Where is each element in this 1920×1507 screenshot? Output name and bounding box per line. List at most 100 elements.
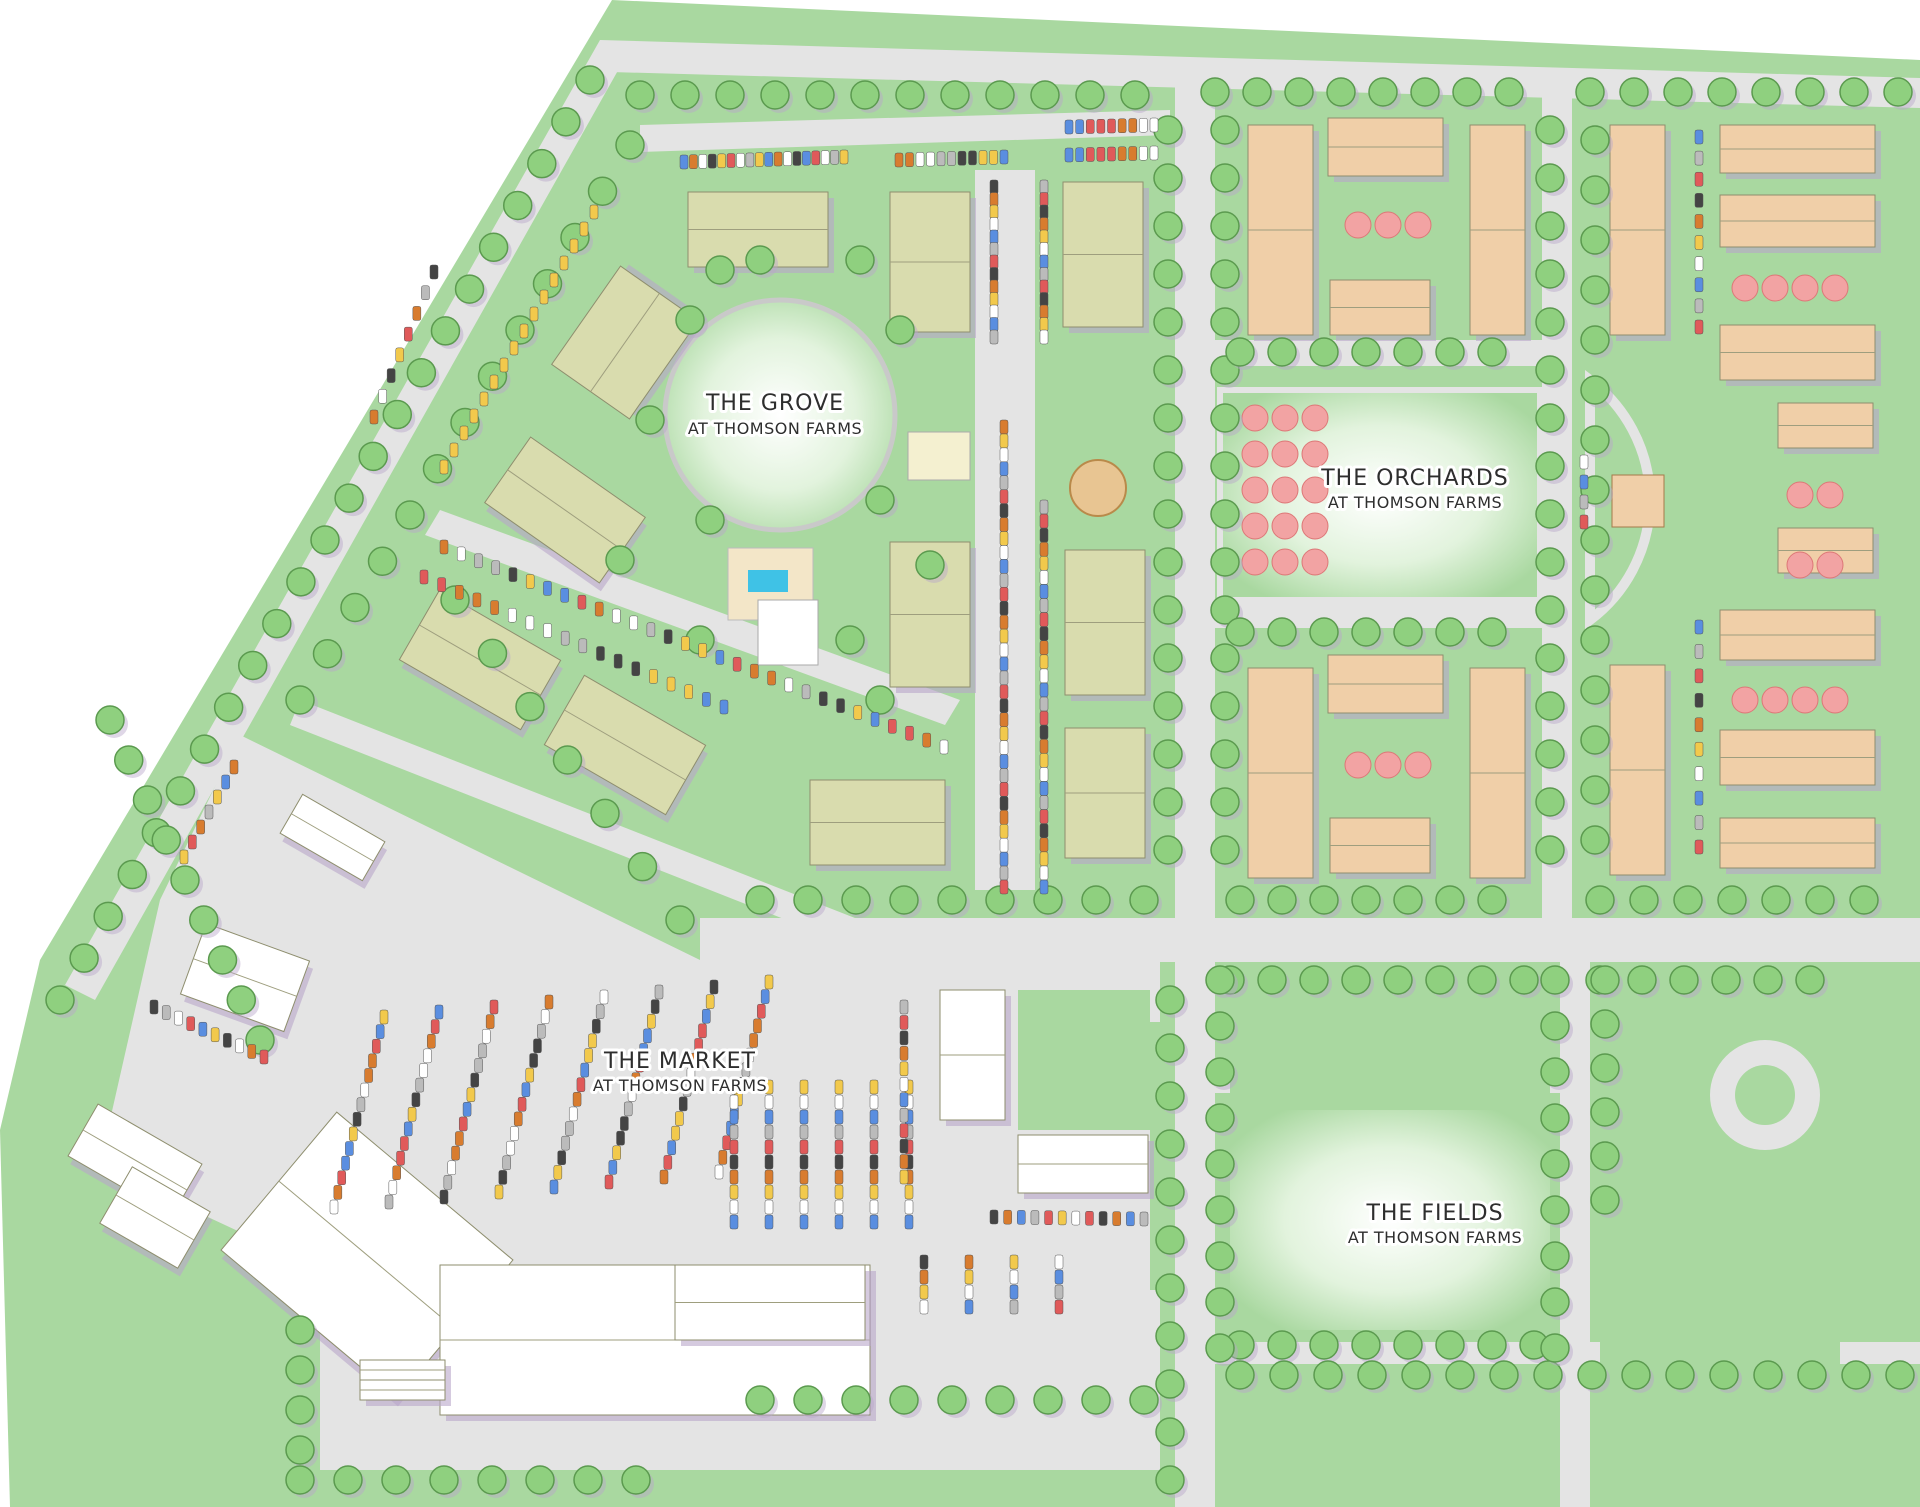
parked-car	[799, 1109, 809, 1125]
parked-car	[629, 615, 638, 631]
street-tree	[635, 405, 665, 435]
parked-car	[341, 1155, 350, 1171]
parked-car	[259, 1049, 269, 1065]
parked-car	[999, 614, 1009, 630]
parked-car	[999, 670, 1009, 686]
parked-car	[1694, 235, 1704, 250]
orchard-tree	[1301, 404, 1329, 432]
parked-car	[608, 1160, 618, 1175]
orchard-tree	[1271, 548, 1299, 576]
street-tree	[1535, 595, 1565, 625]
street-tree	[1351, 617, 1381, 647]
apartment-building	[1062, 181, 1149, 333]
parked-car	[899, 1154, 909, 1169]
parked-car	[888, 719, 897, 734]
orchard-tree	[1301, 548, 1329, 576]
parked-car	[1039, 598, 1049, 613]
parked-car	[964, 1284, 974, 1300]
parked-car	[635, 1057, 645, 1073]
parked-car	[557, 1150, 566, 1166]
street-tree	[1425, 965, 1455, 995]
street-tree	[1210, 403, 1240, 433]
parked-car	[869, 1199, 879, 1215]
parked-car	[1039, 499, 1049, 515]
orchard-tree	[1344, 751, 1372, 779]
street-tree	[695, 505, 725, 535]
street-tree	[1081, 1385, 1111, 1415]
street-tree	[1590, 1141, 1620, 1171]
parked-car	[830, 150, 839, 165]
parked-car	[681, 636, 690, 651]
street-tree	[1351, 885, 1381, 915]
street-tree	[454, 274, 485, 304]
parked-car	[364, 1068, 373, 1083]
street-tree	[1535, 355, 1565, 385]
street-tree	[1540, 965, 1570, 995]
street-tree	[1309, 885, 1339, 915]
parked-car	[705, 994, 715, 1009]
parked-car	[729, 1214, 739, 1230]
street-tree	[1210, 835, 1240, 865]
parked-car	[1039, 541, 1049, 557]
parked-car	[869, 1139, 879, 1155]
parked-car	[1064, 119, 1074, 135]
street-tree	[1153, 307, 1183, 337]
street-tree	[1477, 617, 1507, 647]
street-tree	[1509, 965, 1539, 995]
street-tree	[1761, 885, 1791, 915]
street-tree	[1033, 1385, 1063, 1415]
street-tree	[587, 176, 618, 206]
parked-car	[356, 1097, 366, 1112]
parked-car	[899, 1061, 909, 1077]
parked-car	[686, 1067, 696, 1082]
street-tree	[1619, 77, 1649, 107]
parked-car	[491, 560, 500, 575]
parked-car	[1009, 1299, 1019, 1315]
parked-car	[1054, 1269, 1064, 1285]
street-tree	[381, 1465, 411, 1495]
parked-car	[456, 546, 466, 562]
townhouse-building	[1469, 667, 1531, 884]
street-tree	[1225, 617, 1255, 647]
street-tree	[940, 80, 970, 110]
parked-car	[396, 1150, 405, 1166]
parked-car	[989, 179, 999, 195]
parked-car	[1096, 147, 1106, 162]
parked-car	[623, 1101, 633, 1117]
street-tree	[1155, 1369, 1185, 1399]
townhouse-building	[1719, 729, 1881, 791]
parked-car	[529, 1053, 538, 1068]
street-tree	[889, 1385, 919, 1415]
parked-car	[588, 1033, 597, 1049]
parked-car	[584, 1048, 593, 1063]
street-tree	[1575, 77, 1605, 107]
parked-car	[834, 1109, 844, 1125]
parked-car	[439, 1189, 449, 1205]
parked-car	[764, 1124, 774, 1140]
street-tree	[625, 80, 655, 110]
parked-car	[999, 475, 1009, 491]
orchard-tree	[1761, 274, 1789, 302]
street-tree	[189, 734, 220, 764]
parked-car	[764, 1199, 774, 1215]
parked-car	[447, 1160, 456, 1176]
street-tree	[1580, 275, 1610, 305]
parked-car	[989, 192, 999, 207]
street-tree	[1535, 739, 1565, 769]
parked-car	[667, 1140, 676, 1156]
parked-car	[449, 442, 459, 458]
parked-car	[715, 650, 725, 665]
parked-car	[666, 676, 676, 692]
parked-car	[729, 1139, 739, 1155]
parked-car	[502, 1155, 511, 1171]
parked-car	[1107, 118, 1116, 134]
street-tree	[1885, 1360, 1915, 1390]
apartment-building	[1064, 727, 1151, 864]
parked-car	[368, 1053, 377, 1069]
parked-car	[1694, 668, 1704, 684]
orchard-tree	[1271, 476, 1299, 504]
street-tree	[1627, 965, 1657, 995]
street-tree	[1357, 1360, 1387, 1390]
parked-car	[753, 1018, 762, 1034]
